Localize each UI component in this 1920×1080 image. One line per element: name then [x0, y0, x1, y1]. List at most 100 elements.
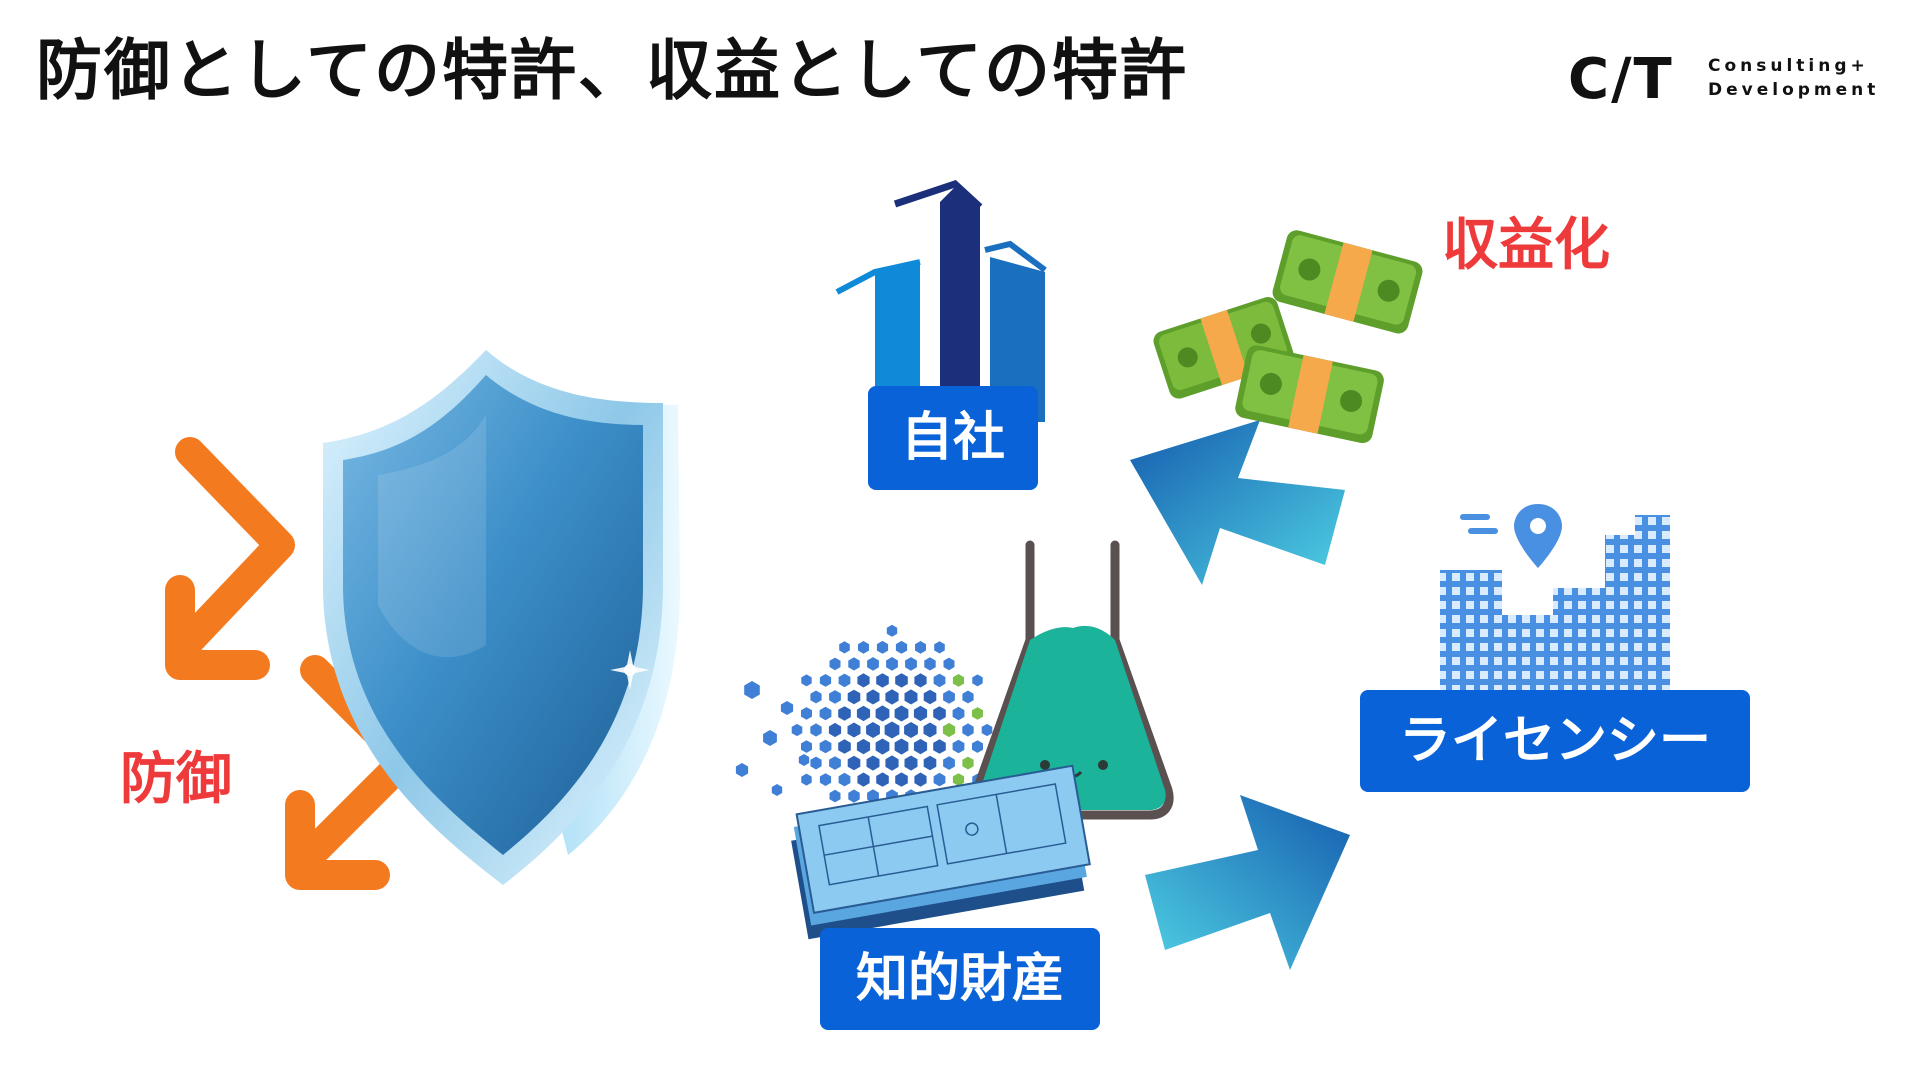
hexagon-cell — [876, 640, 889, 654]
hexagon-cell — [934, 641, 945, 654]
hexagon-cell — [952, 706, 965, 721]
hexagon-cell — [847, 689, 861, 705]
hexagon-cell — [923, 755, 937, 771]
blueprint-icon — [791, 764, 1091, 940]
hexagon-cell — [943, 756, 955, 770]
hexagon-cell — [810, 690, 822, 704]
hexagon-cell — [819, 739, 832, 754]
hexagon-cell — [923, 689, 937, 705]
hexagon-cell — [829, 789, 841, 803]
hexagon-cell — [886, 657, 898, 671]
hexagon-cell — [819, 674, 832, 687]
hexagon-cell — [885, 755, 899, 771]
hexagon-cell — [791, 723, 803, 737]
company-building-icon — [835, 180, 1047, 422]
hexagon-cell — [735, 763, 749, 777]
hexagon-cell — [962, 690, 974, 704]
hexagon-cell — [838, 739, 851, 754]
shield-icon — [323, 350, 680, 885]
hexagon-cell — [952, 739, 965, 754]
hexagon-cell — [763, 730, 777, 746]
hexagon-cell — [894, 738, 909, 755]
hexagon-cell — [923, 722, 937, 738]
hexagon-cell — [819, 773, 832, 786]
hexagon-cell — [839, 641, 850, 654]
hexagon-cell — [744, 681, 760, 699]
hexagon-cell — [904, 755, 918, 771]
hexagon-cell — [858, 641, 869, 654]
hexagon-cell — [771, 784, 783, 796]
hexagon-cell — [914, 772, 927, 787]
location-pin-icon — [1460, 504, 1562, 568]
hexagon-cell — [801, 674, 812, 687]
hexagon-cell — [819, 706, 832, 721]
hexagon-cell — [895, 640, 908, 654]
hexagon-cell — [857, 772, 870, 787]
hexagon-cell — [905, 657, 917, 671]
company-logo: C/T Consulting+ Development — [1568, 50, 1898, 110]
hexagon-cell — [942, 722, 956, 738]
hexagon-cell — [856, 738, 871, 755]
hexagon-cell — [894, 705, 909, 722]
hexagon-cell — [952, 674, 965, 687]
hexagon-cell — [838, 706, 851, 721]
hexagon-cell — [847, 755, 861, 771]
hexagon-cell — [972, 674, 983, 687]
logo-mark: C/T — [1568, 47, 1674, 112]
hexagon-cell — [904, 722, 918, 738]
hexagon-cell — [866, 755, 880, 771]
hexagon-cell — [828, 722, 842, 738]
hexagon-cell — [913, 705, 928, 722]
hexagon-cell — [914, 673, 927, 688]
hexagon-cell — [847, 722, 861, 738]
hexagon-cell — [943, 690, 955, 704]
hexagon-cell — [876, 673, 889, 688]
hexagon-cell — [933, 673, 946, 688]
money-stack-icon — [1153, 230, 1423, 444]
hexagon-cell — [885, 689, 899, 705]
defense-label: 防御 — [120, 747, 232, 812]
hexagon-cell — [848, 657, 860, 671]
intellectual-property-box: 知的財産 — [820, 928, 1100, 1030]
logo-line-2: Development — [1708, 80, 1880, 100]
hexagon-cell — [924, 657, 936, 671]
hexagon-cell — [875, 738, 890, 755]
hexagon-cell — [981, 723, 993, 737]
licensee-buildings-icon — [1440, 515, 1670, 690]
hexagon-cell — [801, 740, 812, 753]
hexagon-cell — [876, 772, 889, 787]
hexagon-cell — [866, 689, 880, 705]
hexagon-cell — [933, 772, 946, 787]
slide-title: 防御としての特許、収益としての特許 — [36, 32, 1189, 109]
hexagon-cell — [829, 657, 841, 671]
hexagon-cell — [972, 707, 983, 720]
hexagon-cell — [856, 705, 871, 722]
hexagon-cell — [962, 723, 974, 737]
self-company-box: 自社 — [868, 386, 1038, 490]
hexagon-cluster — [735, 624, 993, 836]
hexagon-cell — [904, 689, 918, 705]
hexagon-globe-icon — [735, 624, 993, 836]
hexagon-cell — [933, 739, 946, 754]
hexagon-cell — [857, 673, 870, 688]
hexagon-cell — [943, 657, 955, 671]
arrow-icon — [1145, 795, 1350, 970]
hexagon-cell — [884, 721, 900, 739]
logo-line-1: Consulting+ — [1708, 56, 1869, 76]
hexagon-cell — [972, 740, 983, 753]
hexagon-cell — [810, 756, 822, 770]
licensee-box: ライセンシー — [1360, 690, 1750, 792]
hexagon-cell — [829, 690, 841, 704]
hexagon-cell — [915, 641, 926, 654]
hexagon-cell — [867, 657, 879, 671]
hexagon-cell — [848, 789, 860, 803]
hexagon-cell — [838, 772, 851, 787]
hexagon-cell — [895, 772, 908, 787]
hexagon-cell — [866, 722, 880, 738]
hexagon-cell — [886, 624, 898, 637]
hexagon-cell — [801, 707, 812, 720]
monetization-label: 収益化 — [1442, 213, 1610, 278]
hexagon-cell — [875, 705, 890, 722]
hexagon-cell — [952, 773, 965, 786]
hexagon-cell — [962, 756, 974, 770]
